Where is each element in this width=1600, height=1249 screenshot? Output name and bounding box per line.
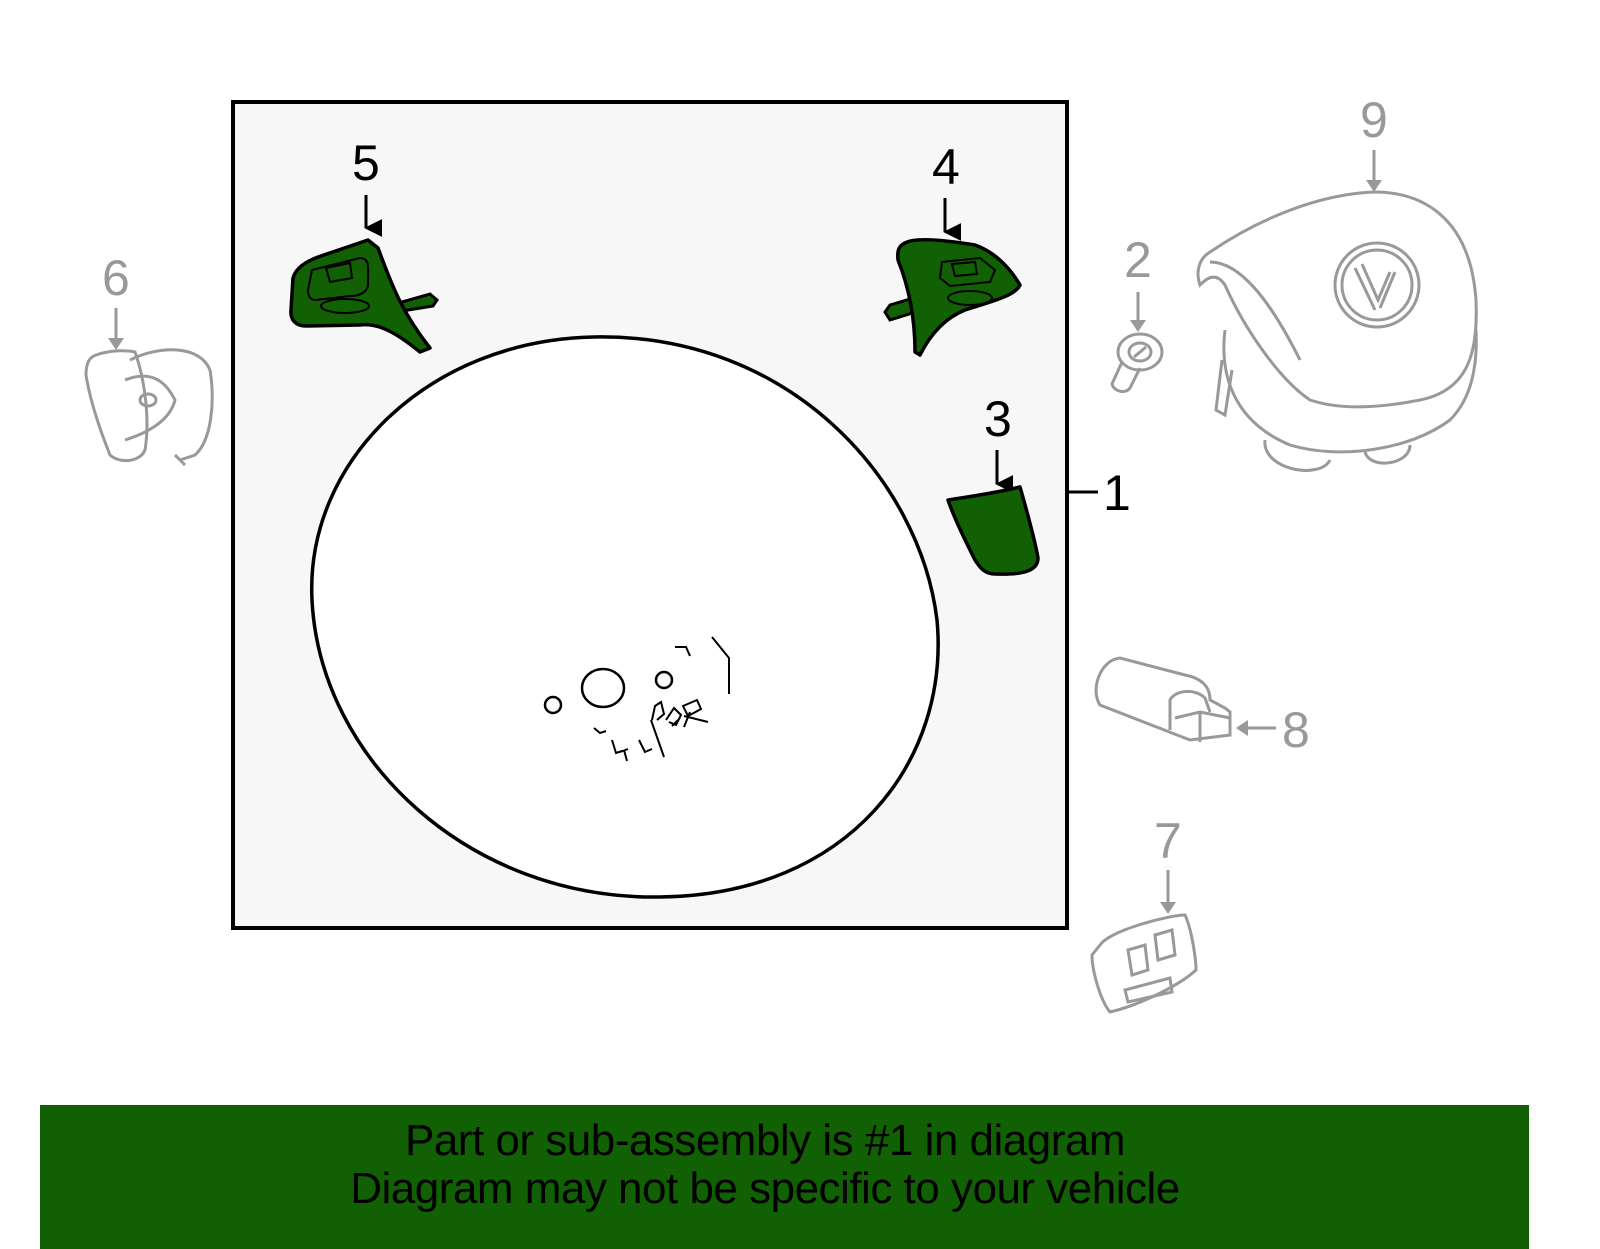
svg-text:7: 7 [1154,813,1182,869]
part-5-left-switch[interactable]: 5 [289,135,439,354]
part-8-connector[interactable]: 8 [1094,656,1310,758]
svg-text:6: 6 [102,250,130,306]
svg-text:4: 4 [932,139,960,195]
part-6-clock-spring[interactable]: 6 [84,250,214,467]
part-3-trim-cover[interactable]: 3 [946,391,1040,576]
svg-text:5: 5 [352,135,380,191]
banner-line-disclaimer: Diagram may not be specific to your vehi… [350,1164,1180,1213]
part-7-module[interactable]: 7 [1090,813,1198,1014]
part-4-right-switch[interactable]: 4 [883,139,1022,357]
svg-text:8: 8 [1282,702,1310,758]
part-9-airbag[interactable]: 9 [1196,92,1478,472]
callout-1[interactable]: 1 [1067,465,1131,521]
svg-text:1: 1 [1103,465,1131,521]
svg-text:2: 2 [1124,232,1152,288]
svg-text:3: 3 [984,391,1012,447]
svg-text:9: 9 [1360,92,1388,148]
info-banner: Part or sub-assembly is #1 in diagram Di… [40,1105,1529,1249]
steering-wheel-rim [310,335,940,899]
part-2-screw[interactable]: 2 [1110,232,1164,393]
banner-line-part-number: Part or sub-assembly is #1 in diagram [404,1116,1126,1165]
